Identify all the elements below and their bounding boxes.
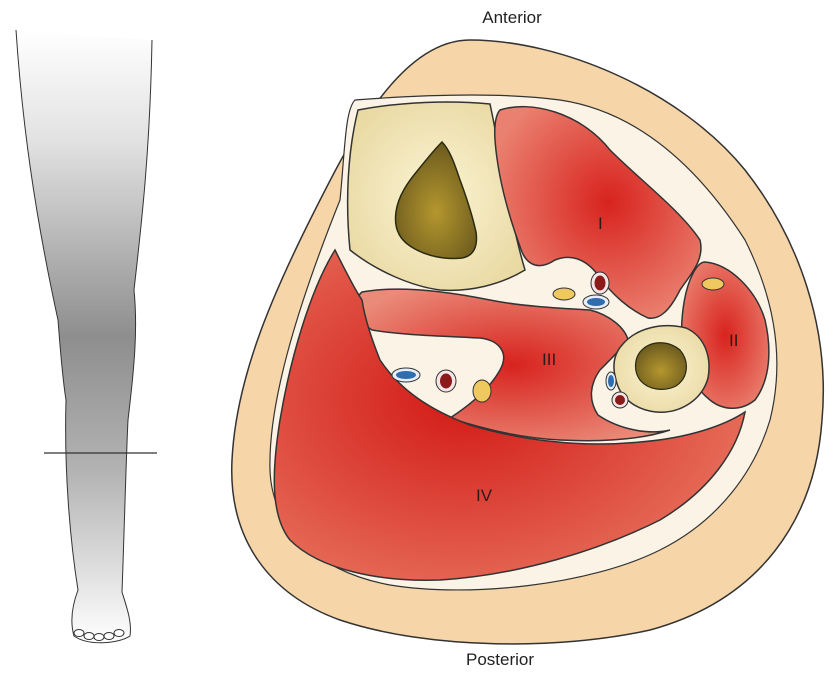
leg-silhouette — [15, 29, 153, 644]
compartment-label-I: I — [598, 214, 603, 233]
posterior-label: Posterior — [465, 650, 535, 669]
toes — [73, 629, 125, 641]
compartment-label-III: III — [542, 350, 556, 369]
fibula-marrow — [634, 342, 687, 390]
anterior-neurovascular-bundle — [552, 271, 610, 310]
muscle-compartment-I — [494, 105, 702, 319]
compartment-label-II: II — [729, 331, 738, 350]
compartment-label-IV: IV — [476, 486, 493, 505]
peroneal-vessels — [605, 371, 629, 409]
tibia-marrow — [394, 140, 478, 260]
posterior-neurovascular-bundle — [391, 367, 492, 403]
superficial-peroneal-nerve — [701, 277, 725, 291]
anterior-label: Anterior — [482, 8, 542, 27]
muscle-compartment-III — [355, 288, 671, 442]
